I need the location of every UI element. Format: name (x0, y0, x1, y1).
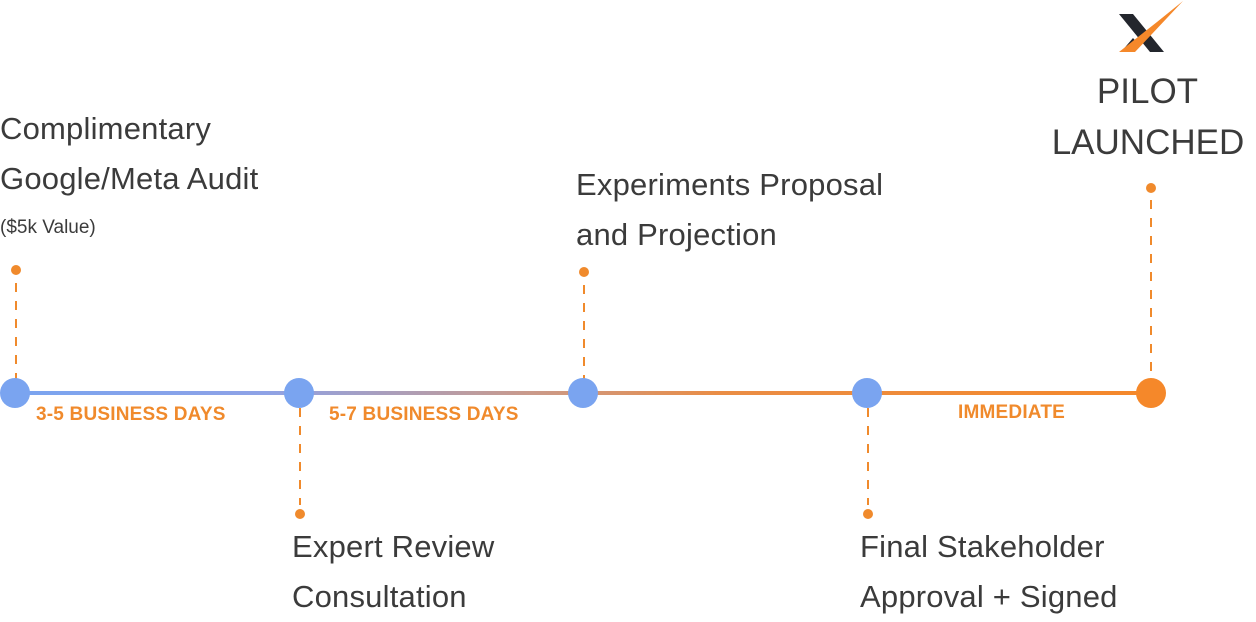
duration-label-2: 5-7 BUSINESS DAYS (329, 404, 519, 425)
milestone-expert-review-title-line1: Expert Review (292, 529, 495, 564)
milestone-final-approval-title-line2: Approval + Signed (860, 579, 1118, 614)
milestone-pilot-title-line2: LAUNCHED (1051, 123, 1245, 162)
milestone-audit-title-line1: Complimentary (0, 111, 212, 146)
node-experiments (568, 378, 598, 408)
node-final-approval (852, 378, 882, 408)
node-expert-review (284, 378, 314, 408)
duration-label-1: 3-5 BUSINESS DAYS (36, 404, 226, 425)
duration-label-3: IMMEDIATE (958, 402, 1065, 423)
milestone-final-approval-title-line1: Final Stakeholder (860, 529, 1105, 564)
connector-dot-expert-review (295, 509, 305, 519)
connector-dot-audit (11, 265, 21, 275)
node-audit (0, 378, 30, 408)
connector-dot-final-approval (863, 509, 873, 519)
x-brand-logo-icon (1119, 1, 1183, 52)
milestone-experiments-title-line2: and Projection (576, 217, 777, 252)
milestone-pilot-title-line1: PILOT (1096, 72, 1199, 111)
connector-dot-pilot (1146, 183, 1156, 193)
milestone-expert-review-title-line2: Consultation (292, 579, 467, 614)
milestone-experiments-title-line1: Experiments Proposal (576, 167, 884, 202)
connector-dot-experiments (579, 267, 589, 277)
node-pilot (1136, 378, 1166, 408)
milestone-audit-note: ($5k Value) (0, 217, 96, 238)
milestone-audit-title-line2: Google/Meta Audit (0, 161, 259, 196)
